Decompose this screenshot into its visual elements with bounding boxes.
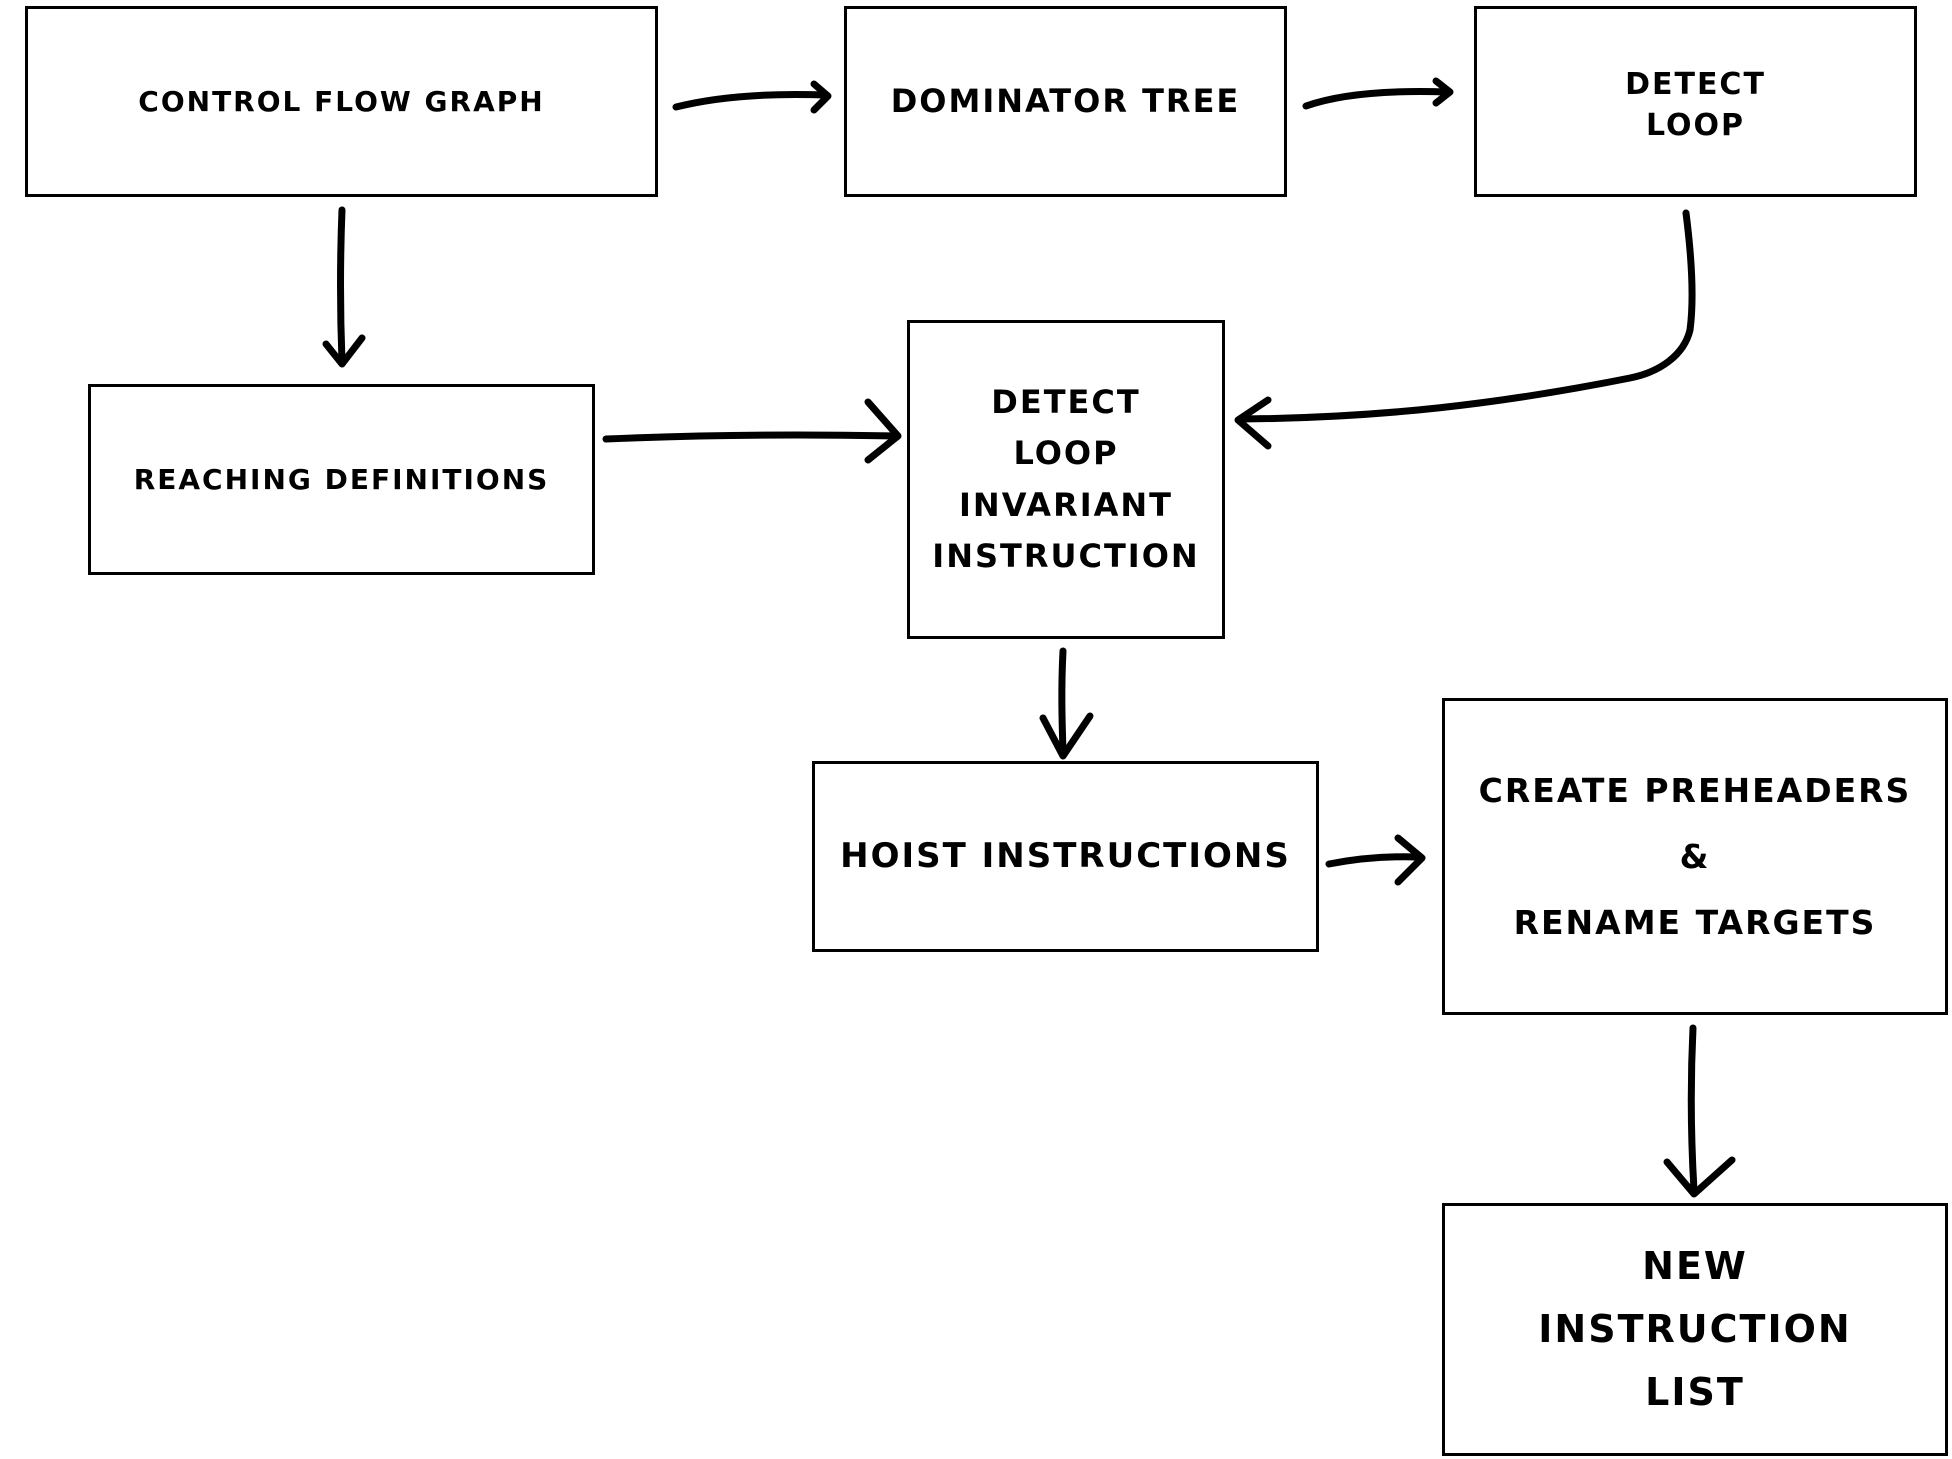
node-label-line-3: RENAME TARGETS (1513, 902, 1877, 942)
node-label: DOMINATOR TREE (890, 81, 1241, 120)
edge-cfg-to-domtree (672, 80, 832, 114)
node-detect-loop-invariant-instruction: DETECT LOOP INVARIANT INSTRUCTION (907, 320, 1225, 639)
node-label-line-4: INSTRUCTION (932, 536, 1200, 575)
node-label-line-1: NEW (1642, 1244, 1748, 1289)
node-reaching-definitions: REACHING DEFINITIONS (88, 384, 595, 575)
edge-detectloop-to-invariant (1234, 209, 1696, 450)
node-label: HOIST INSTRUCTIONS (840, 835, 1291, 876)
node-new-instruction-list: NEW INSTRUCTION LIST (1442, 1203, 1948, 1456)
node-create-preheaders-rename-targets: CREATE PREHEADERS & RENAME TARGETS (1442, 698, 1948, 1015)
node-label-line-2: & (1679, 836, 1711, 876)
node-label: REACHING DEFINITIONS (133, 462, 550, 496)
edge-preheaders-to-newlist (1663, 1024, 1736, 1198)
node-label-line-3: LIST (1645, 1369, 1745, 1414)
node-label-line-1: DETECT (1625, 67, 1766, 102)
node-dominator-tree: DOMINATOR TREE (844, 6, 1287, 197)
node-detect-loop: DETECT LOOP (1474, 6, 1917, 197)
node-label-line-1: CREATE PREHEADERS (1478, 770, 1912, 810)
node-label-line-1: DETECT (991, 383, 1141, 422)
node-label: CONTROL FLOW GRAPH (138, 84, 545, 118)
edge-domtree-to-detectloop (1302, 77, 1454, 110)
edge-hoist-to-preheaders (1325, 834, 1426, 886)
edge-cfg-to-reaching (322, 206, 366, 368)
node-control-flow-graph: CONTROL FLOW GRAPH (25, 6, 658, 197)
node-label-line-2: LOOP (1013, 434, 1119, 473)
node-label-line-2: LOOP (1645, 107, 1746, 143)
edge-reaching-to-invariant (602, 398, 902, 464)
node-label-line-3: INVARIANT (959, 485, 1173, 524)
node-hoist-instructions: HOIST INSTRUCTIONS (812, 761, 1319, 952)
edge-invariant-to-hoist (1039, 647, 1094, 760)
node-label-line-2: INSTRUCTION (1538, 1307, 1852, 1352)
